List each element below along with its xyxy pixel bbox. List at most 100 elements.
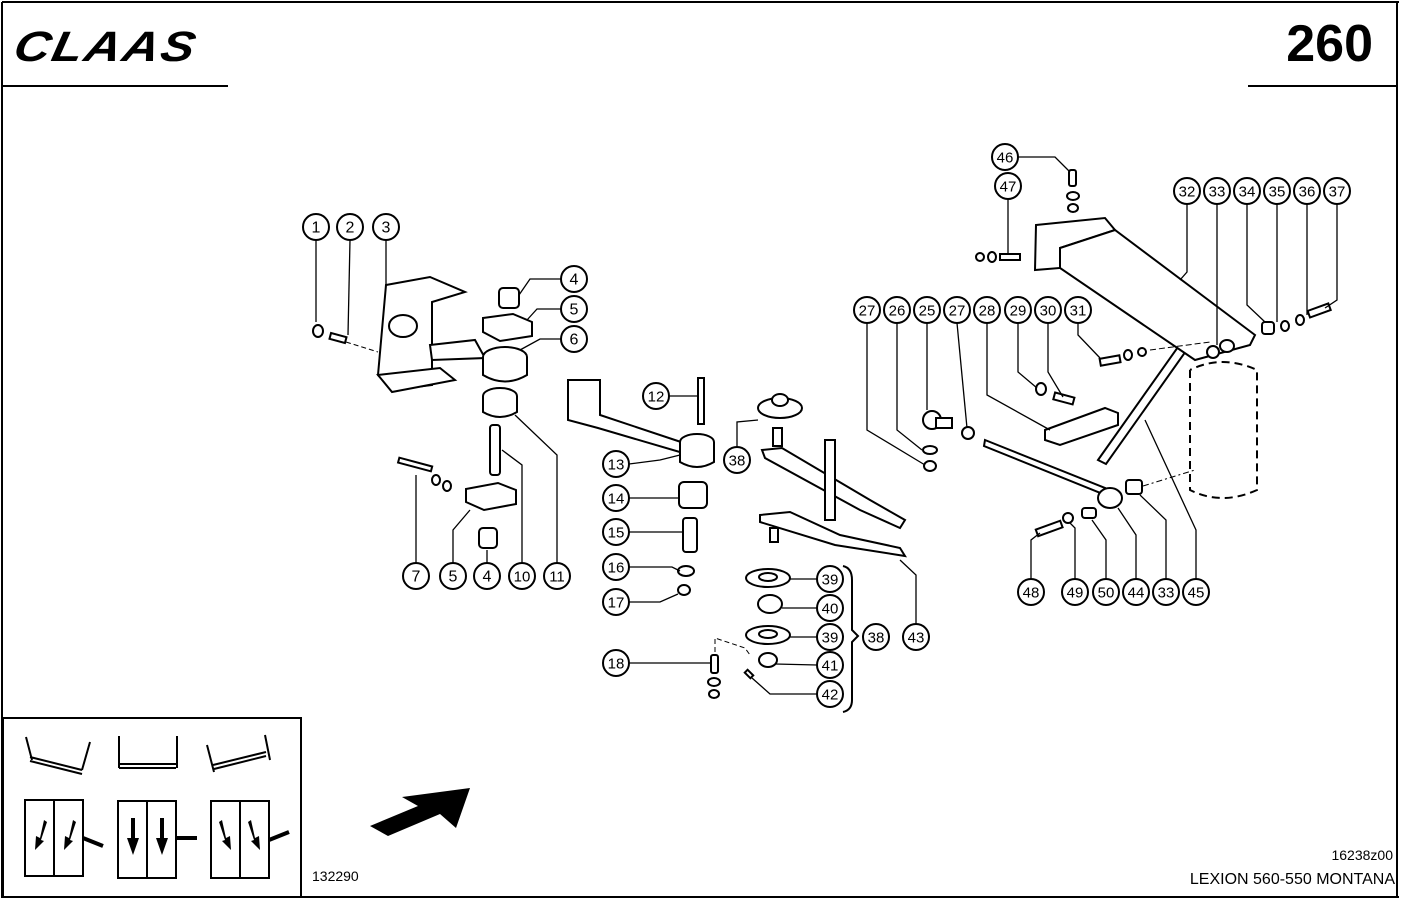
part-callout-40[interactable]: 40 (816, 594, 844, 622)
part-callout-6[interactable]: 6 (560, 325, 588, 353)
part-callout-18[interactable]: 18 (602, 649, 630, 677)
callout-circle (402, 562, 430, 590)
callout-label: 43 (908, 630, 925, 647)
part-callout-42[interactable]: 42 (816, 680, 844, 708)
callout-label: 39 (822, 572, 839, 589)
part-callout-16[interactable]: 16 (602, 553, 630, 581)
part-callout-33[interactable]: 33 (1203, 177, 1231, 205)
part-callout-12[interactable]: 12 (642, 382, 670, 410)
part-callout-11[interactable]: 11 (543, 562, 571, 590)
callout-circle (853, 296, 881, 324)
part-callout-36[interactable]: 36 (1293, 177, 1321, 205)
part-callout-4[interactable]: 4 (560, 265, 588, 293)
part-callout-44[interactable]: 44 (1122, 578, 1150, 606)
part-callout-41[interactable]: 41 (816, 651, 844, 679)
part-callout-1[interactable]: 1 (302, 213, 330, 241)
callout-label: 36 (1299, 184, 1316, 201)
drawing-id: 16238z00 (1331, 847, 1393, 863)
part-washer (1062, 512, 1074, 524)
leader-line-44 (1117, 507, 1137, 579)
callout-label: 27 (859, 303, 876, 320)
callout-label: 1 (312, 220, 321, 237)
leader-line-27 (866, 323, 926, 466)
part-callout-49[interactable]: 49 (1061, 578, 1089, 606)
part-pin (489, 424, 501, 476)
part-callout-29[interactable]: 29 (1004, 296, 1032, 324)
arrow-down-icon (156, 818, 168, 855)
leader-line-16 (629, 566, 681, 572)
part-callout-27[interactable]: 27 (853, 296, 881, 324)
leader-line-5 (526, 308, 561, 321)
callout-label: 38 (868, 630, 885, 647)
part-callout-25[interactable]: 25 (913, 296, 941, 324)
part-callout-30[interactable]: 30 (1034, 296, 1062, 324)
part-callout-10[interactable]: 10 (508, 562, 536, 590)
part-callout-45[interactable]: 45 (1182, 578, 1210, 606)
part-callout-46[interactable]: 46 (991, 143, 1019, 171)
part-callout-33[interactable]: 33 (1152, 578, 1180, 606)
part-callout-48[interactable]: 48 (1017, 578, 1045, 606)
part-callout-32[interactable]: 32 (1173, 177, 1201, 205)
part-callout-15[interactable]: 15 (602, 518, 630, 546)
part-callout-5[interactable]: 5 (560, 295, 588, 323)
part-callout-34[interactable]: 34 (1233, 177, 1261, 205)
callout-label: 25 (919, 303, 936, 320)
callout-circle (508, 562, 536, 590)
leader-line-34 (1246, 204, 1266, 323)
leader-line-49 (1069, 522, 1076, 579)
part-callout-14[interactable]: 14 (602, 484, 630, 512)
part-callout-2[interactable]: 2 (336, 213, 364, 241)
callout-circle (473, 562, 501, 590)
callout-circle (560, 295, 588, 323)
callout-circle (1004, 296, 1032, 324)
part-callout-28[interactable]: 28 (973, 296, 1001, 324)
callout-circle (991, 143, 1019, 171)
part-callout-26[interactable]: 26 (883, 296, 911, 324)
leader-line-11 (514, 414, 558, 563)
part-callout-17[interactable]: 17 (602, 588, 630, 616)
callout-label: 29 (1010, 303, 1027, 320)
callout-circle (543, 562, 571, 590)
part-callout-4[interactable]: 4 (473, 562, 501, 590)
part-nut (961, 426, 975, 440)
part-callout-5[interactable]: 5 (439, 562, 467, 590)
header-tilt-inset (2, 717, 302, 898)
part-bolt (1034, 519, 1064, 538)
part-callout-7[interactable]: 7 (402, 562, 430, 590)
leader-line-42 (751, 677, 817, 695)
page-number: 260 (1286, 15, 1373, 73)
leader-line-32 (1179, 204, 1188, 281)
part-callout-35[interactable]: 35 (1263, 177, 1291, 205)
leader-lines (315, 156, 1338, 695)
callout-circle (943, 296, 971, 324)
callout-label: 48 (1023, 585, 1040, 602)
callout-label: 38 (729, 453, 746, 470)
part-callout-43[interactable]: 43 (902, 623, 930, 651)
callout-circle (1064, 296, 1092, 324)
callout-label: 14 (608, 491, 625, 508)
part-callout-37[interactable]: 37 (1323, 177, 1351, 205)
callout-circle (602, 553, 630, 581)
part-callout-3[interactable]: 3 (372, 213, 400, 241)
leader-line-37 (1324, 204, 1338, 309)
callout-circle (602, 450, 630, 478)
part-callout-31[interactable]: 31 (1064, 296, 1092, 324)
part-callout-39[interactable]: 39 (816, 565, 844, 593)
callout-circle (816, 594, 844, 622)
callout-circle (1233, 177, 1261, 205)
part-callout-38[interactable]: 38 (723, 446, 751, 474)
callout-circle (602, 484, 630, 512)
switch-panel-level (117, 800, 197, 879)
callout-circle (1293, 177, 1321, 205)
part-callout-13[interactable]: 13 (602, 450, 630, 478)
leader-line-17 (629, 593, 679, 603)
part-callout-38[interactable]: 38 (862, 623, 890, 651)
part-callout-50[interactable]: 50 (1092, 578, 1120, 606)
part-long-bolt (396, 456, 434, 473)
part-callout-27[interactable]: 27 (943, 296, 971, 324)
callout-label: 15 (608, 525, 625, 542)
callout-circle (439, 562, 467, 590)
part-callout-39[interactable]: 39 (816, 623, 844, 651)
part-callout-47[interactable]: 47 (994, 172, 1022, 200)
